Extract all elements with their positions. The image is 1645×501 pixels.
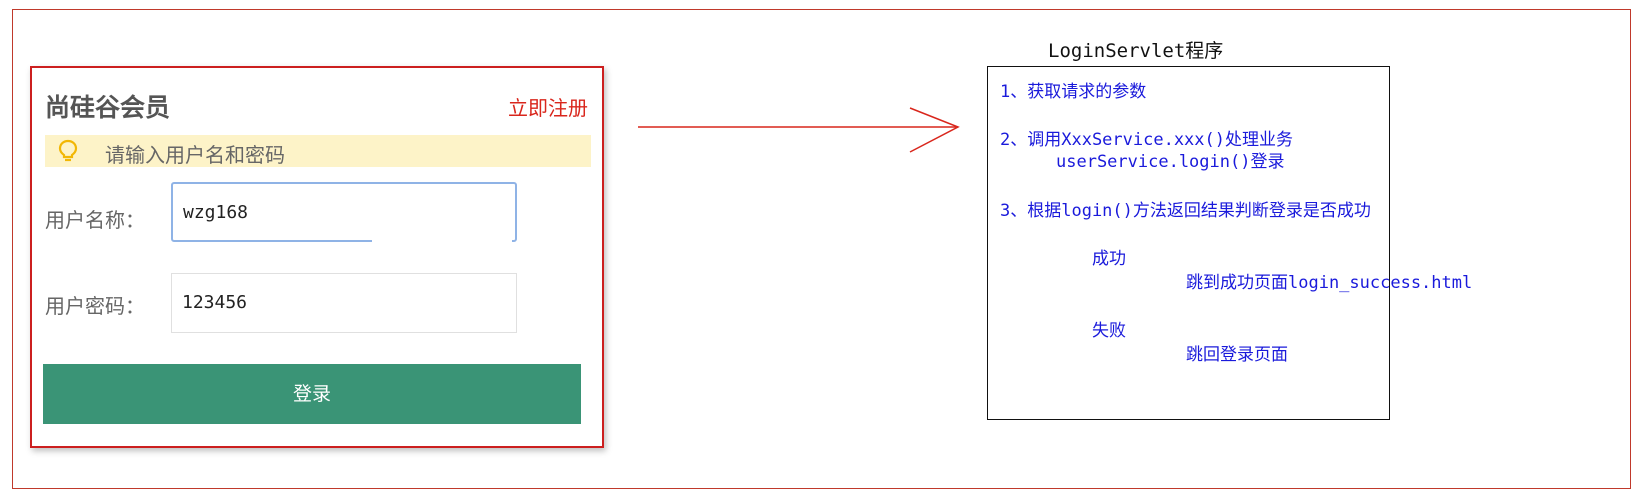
flow-arrow	[638, 107, 960, 153]
step-3: 3、根据login()方法返回结果判断登录是否成功	[1000, 201, 1371, 221]
diagram-frame	[12, 9, 1631, 489]
step-1: 1、获取请求的参数	[1000, 82, 1147, 102]
register-link[interactable]: 立即注册	[508, 96, 588, 120]
arrow-head	[909, 107, 960, 153]
card-title: 尚硅谷会员	[45, 93, 171, 122]
password-label: 用户密码：	[45, 294, 145, 318]
input-gap	[372, 240, 512, 276]
login-button[interactable]: 登录	[43, 364, 581, 424]
login-card: 尚硅谷会员 立即注册 请输入用户名和密码 用户名称： wzg168 用户密码： …	[30, 66, 604, 448]
username-input[interactable]: wzg168	[171, 182, 517, 242]
step-2: 2、调用XxxService.xxx()处理业务	[1000, 130, 1293, 150]
servlet-title: LoginServlet程序	[1048, 40, 1224, 62]
username-label: 用户名称：	[45, 208, 145, 232]
servlet-box: 1、获取请求的参数 2、调用XxxService.xxx()处理业务 userS…	[987, 66, 1472, 420]
hint-text: 请输入用户名和密码	[105, 143, 285, 167]
step-2-detail: userService.login()登录	[1056, 152, 1285, 172]
fail-action: 跳回登录页面	[1186, 345, 1288, 365]
hint-bar: 请输入用户名和密码	[45, 135, 591, 167]
success-action: 跳到成功页面login_success.html	[1186, 273, 1473, 293]
success-label: 成功	[1092, 249, 1126, 269]
password-input[interactable]: 123456	[171, 273, 517, 333]
lightbulb-icon	[58, 139, 78, 162]
fail-label: 失败	[1092, 321, 1126, 341]
